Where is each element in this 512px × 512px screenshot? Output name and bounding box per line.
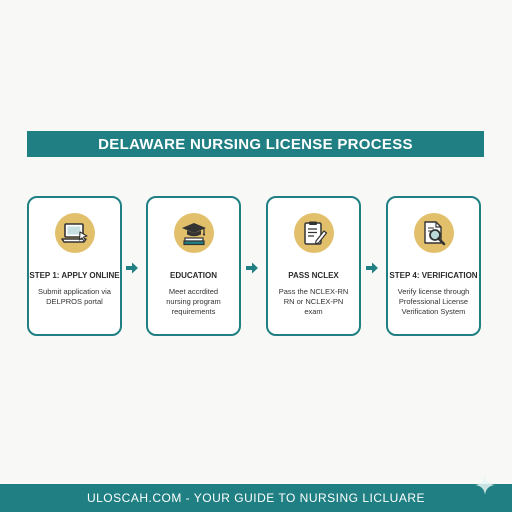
arrow-right-icon: [126, 262, 138, 274]
step-description-line: exam: [304, 307, 323, 316]
step-card-education: EDUCATION Meet accrdited nursing program…: [146, 196, 241, 336]
step-description-line: RN or NCLEX-PN: [283, 297, 344, 306]
step-description: Meet accrdited nursing program requireme…: [152, 287, 235, 317]
step-title: PASS NCLEX: [288, 271, 339, 280]
page-title: DELAWARE NURSING LICENSE PROCESS: [27, 131, 484, 157]
step-description-line: nursing program: [166, 297, 221, 306]
step-description-line: DELPROS portal: [46, 297, 103, 306]
clipboard-pencil-icon: [303, 221, 327, 245]
sparkle-icon: [475, 475, 495, 495]
step-description-line: Meet accrdited: [168, 287, 219, 296]
footer-banner: ULOSCAH.COM - YOUR GUIDE TO NURSING LICL…: [0, 484, 512, 512]
step-card-apply-online: STEP 1: APPLY ONLINE Submit application …: [27, 196, 122, 336]
step-card-pass-nclex: PASS NCLEX Pass the NCLEX-RN RN or NCLEX…: [266, 196, 361, 336]
step-description-line: Verify license through: [397, 287, 470, 296]
step-description-line: Verification System: [401, 307, 466, 316]
step-title: STEP 4: VERIFICATION: [389, 271, 478, 280]
arrow-right-icon: [246, 262, 258, 274]
laptop-icon: [60, 223, 88, 243]
step-card-verification: STEP 4: VERIFICATION Verify license thro…: [386, 196, 481, 336]
step-description-line: Submit application via: [38, 287, 111, 296]
step-description: Submit application via DELPROS portal: [33, 287, 116, 307]
graduation-cap-books-icon: [181, 223, 206, 246]
step-description-line: requirements: [171, 307, 216, 316]
step-description-line: Pass the NCLEX-RN: [278, 287, 349, 296]
arrow-right-icon: [366, 262, 378, 274]
step-title: STEP 1: APPLY ONLINE: [29, 271, 120, 280]
document-magnifier-icon: [423, 221, 445, 246]
step-description-line: Professional License: [398, 297, 469, 306]
step-title: EDUCATION: [170, 271, 217, 280]
step-description: Pass the NCLEX-RN RN or NCLEX-PN exam: [272, 287, 355, 317]
step-description: Verify license through Professional Lice…: [392, 287, 475, 317]
